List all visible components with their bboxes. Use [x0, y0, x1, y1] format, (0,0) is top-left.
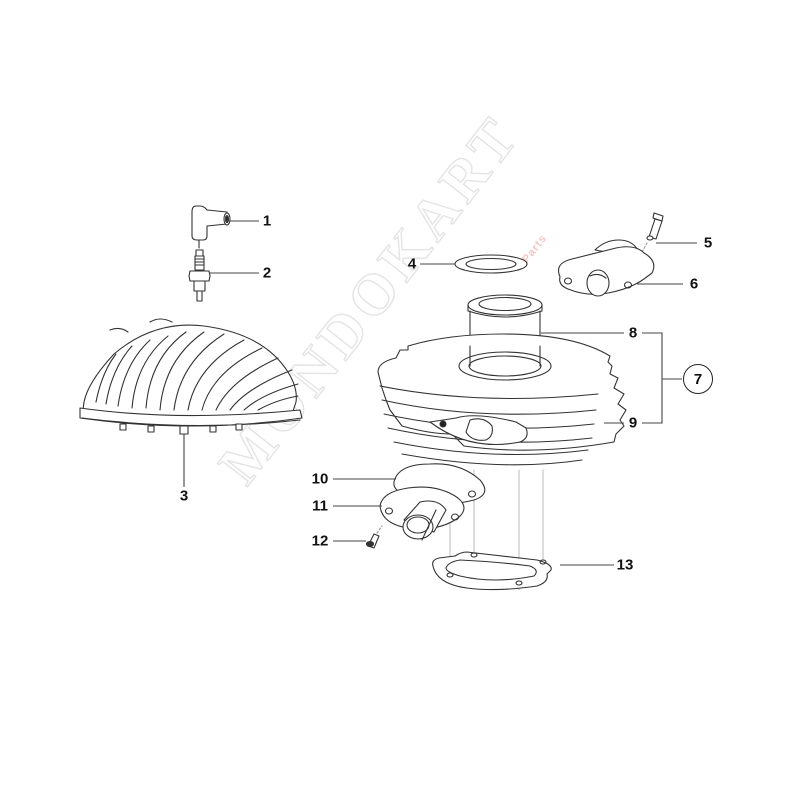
callout-8[interactable]: 8	[628, 324, 638, 342]
head-gasket-part[interactable]	[454, 254, 528, 274]
callout-13[interactable]: 13	[616, 556, 634, 574]
callout-2[interactable]: 2	[262, 264, 272, 282]
callout-7[interactable]: 7	[683, 364, 713, 394]
callout-3[interactable]: 3	[179, 487, 189, 505]
callout-4[interactable]: 4	[407, 255, 417, 273]
cylinder-head-part[interactable]	[79, 318, 303, 435]
callout-9[interactable]: 9	[628, 414, 638, 432]
callout-6[interactable]: 6	[689, 275, 699, 293]
callout-12[interactable]: 12	[311, 532, 329, 550]
exhaust-flange-screw-part[interactable]	[639, 212, 664, 257]
callout-5[interactable]: 5	[703, 234, 713, 252]
cylinder-barrel-part[interactable]	[377, 333, 627, 591]
spark-plug-cap-part[interactable]	[191, 205, 231, 249]
bracket-7	[642, 332, 663, 424]
callout-10[interactable]: 10	[311, 470, 329, 488]
intake-screw-part[interactable]	[365, 525, 383, 549]
spark-plug-part[interactable]	[188, 249, 211, 302]
base-gasket-part[interactable]	[432, 551, 552, 591]
exhaust-flange-part[interactable]	[557, 239, 655, 297]
callout-1[interactable]: 1	[262, 212, 272, 230]
leader-lines	[183, 220, 697, 566]
intake-manifold-part[interactable]	[379, 486, 465, 541]
callout-11[interactable]: 11	[312, 497, 328, 515]
